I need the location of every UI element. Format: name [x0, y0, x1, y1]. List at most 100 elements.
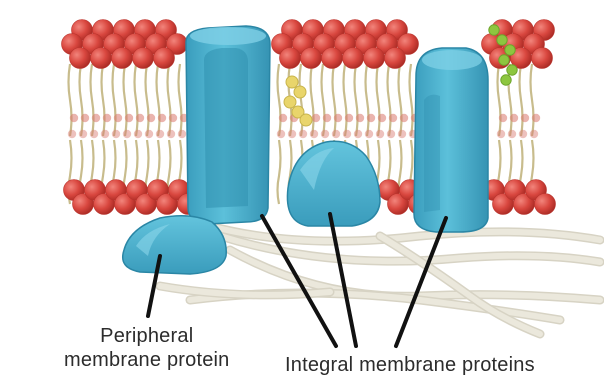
lipid-tail-upper: [311, 64, 314, 136]
glycan-sugar: [507, 65, 517, 75]
lipid-tail-texture: [167, 130, 175, 138]
lipid-tail-upper: [278, 64, 281, 136]
lipid-tail-upper: [135, 64, 138, 136]
cholesterol-ring: [284, 96, 296, 108]
cytoskeleton-fibers: [160, 226, 600, 334]
lipid-tail-upper: [113, 64, 116, 136]
lipid-tail-texture: [70, 114, 78, 122]
phospholipid-head: [280, 48, 301, 69]
lipid-tail-texture: [277, 130, 285, 138]
lipid-tail-texture: [532, 114, 540, 122]
phospholipid-head: [70, 48, 91, 69]
lipid-tail-texture: [279, 114, 287, 122]
lipid-tail-upper: [102, 64, 105, 136]
peripheral-label-line1: Peripheral: [64, 324, 230, 348]
lipid-tail-texture: [521, 114, 529, 122]
lipid-tail-upper: [80, 64, 83, 136]
lipid-tail-texture: [332, 130, 340, 138]
lipid-tail-texture: [288, 130, 296, 138]
lipid-tail-texture: [178, 130, 186, 138]
lipid-tail-upper: [168, 64, 171, 136]
glycan-sugar: [497, 35, 507, 45]
lipid-tail-texture: [147, 114, 155, 122]
lipid-tail-texture: [356, 114, 364, 122]
phospholipid-head: [322, 48, 343, 69]
lipid-tail-upper: [498, 64, 501, 136]
cholesterol: [284, 76, 312, 126]
lipid-tail-upper: [410, 64, 413, 136]
lipid-tail-texture: [68, 130, 76, 138]
lipid-tail-texture: [334, 114, 342, 122]
peripheral-protein: [123, 216, 227, 274]
glycan-sugar: [499, 55, 509, 65]
glycan-sugar: [489, 25, 499, 35]
lipid-tail-texture: [400, 114, 408, 122]
cholesterol-ring: [294, 86, 306, 98]
lipid-tail-texture: [321, 130, 329, 138]
lipid-tail-texture: [169, 114, 177, 122]
glycan-sugar: [505, 45, 515, 55]
lipid-tail-texture: [310, 130, 318, 138]
lipid-tail-texture: [499, 114, 507, 122]
lipid-tail-texture: [398, 130, 406, 138]
integral-protein-channel: [186, 26, 270, 224]
lipid-tail-texture: [112, 130, 120, 138]
lipid-tail-texture: [365, 130, 373, 138]
lipid-tail-texture: [376, 130, 384, 138]
pointer-integral-mound: [330, 214, 356, 346]
integral-proteins-label: Integral membrane proteins: [285, 353, 535, 377]
phospholipid-head: [343, 48, 364, 69]
lipid-tail-upper: [377, 64, 380, 136]
lipid-tail-texture: [345, 114, 353, 122]
lipid-tail-upper: [300, 64, 303, 136]
phospholipid-head: [112, 48, 133, 69]
phospholipid-head: [364, 48, 385, 69]
phospholipid-head: [532, 48, 553, 69]
lipid-tail-texture: [81, 114, 89, 122]
lipid-tail-texture: [367, 114, 375, 122]
lipid-tail-lower: [278, 140, 281, 204]
lipid-tail-texture: [103, 114, 111, 122]
phospholipid-head: [154, 48, 175, 69]
lipid-tail-texture: [299, 130, 307, 138]
lipid-tail-upper: [388, 64, 391, 136]
integral-protein-mound: [287, 141, 380, 226]
phospholipid-head: [301, 48, 322, 69]
cholesterol-ring: [300, 114, 312, 126]
lipid-tail-texture: [125, 114, 133, 122]
lipid-tail-texture: [114, 114, 122, 122]
lipid-tail-upper: [531, 64, 534, 136]
lipid-tail-upper: [124, 64, 127, 136]
lipid-tail-texture: [158, 114, 166, 122]
lipid-tail-upper: [355, 64, 358, 136]
lipid-tail-texture: [387, 130, 395, 138]
lipid-tail-texture: [508, 130, 516, 138]
lipid-tail-texture: [354, 130, 362, 138]
lipid-tail-upper: [146, 64, 149, 136]
lipid-tail-upper: [179, 64, 182, 136]
lipid-tail-texture: [378, 114, 386, 122]
lipid-tail-texture: [134, 130, 142, 138]
lipid-tail-texture: [312, 114, 320, 122]
lipid-tail-texture: [530, 130, 538, 138]
lipid-tail-texture: [497, 130, 505, 138]
phospholipid-head: [91, 48, 112, 69]
lipid-tail-texture: [145, 130, 153, 138]
lipid-tail-upper: [333, 64, 336, 136]
lipid-tail-upper: [344, 64, 347, 136]
peripheral-label-line2: membrane protein: [64, 348, 230, 372]
lipid-tail-texture: [343, 130, 351, 138]
integral-protein-right: [414, 48, 488, 232]
lipid-tail-upper: [366, 64, 369, 136]
peripheral-protein-label: Peripheral membrane protein: [64, 324, 230, 372]
pointer-integral-channel: [262, 216, 336, 346]
lipid-tail-texture: [323, 114, 331, 122]
phospholipid-head: [133, 48, 154, 69]
lipid-tail-upper: [91, 64, 94, 136]
phospholipid-head: [535, 194, 556, 215]
lipid-tail-texture: [92, 114, 100, 122]
lipid-tail-texture: [79, 130, 87, 138]
lipid-tail-texture: [136, 114, 144, 122]
glycan-sugar: [501, 75, 511, 85]
